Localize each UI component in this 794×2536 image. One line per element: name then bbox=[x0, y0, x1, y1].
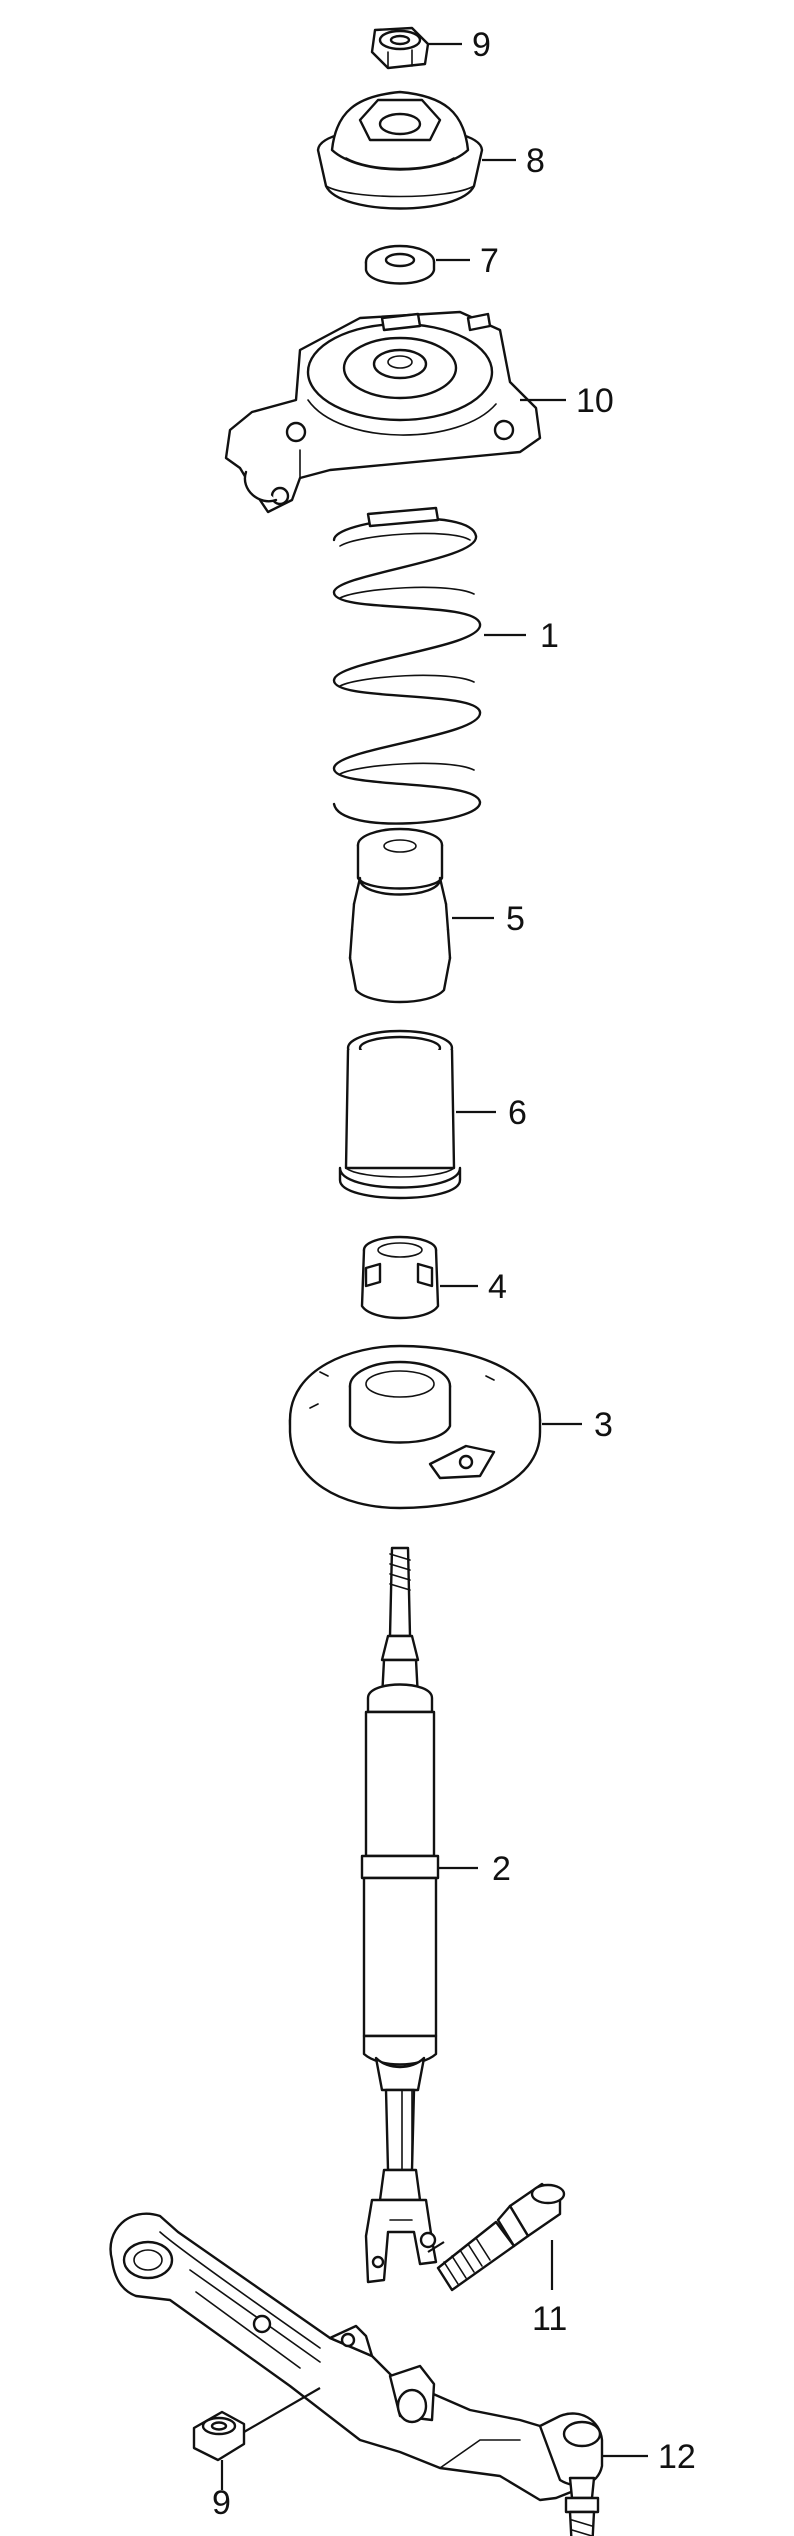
callout-7: 7 bbox=[480, 242, 499, 280]
part-10-strut-mount bbox=[224, 310, 542, 514]
callout-9-bottom: 9 bbox=[212, 2484, 231, 2522]
callout-6: 6 bbox=[508, 1094, 527, 1132]
part-9-top-nut bbox=[370, 26, 430, 70]
callout-1: 1 bbox=[540, 617, 559, 655]
callout-3: 3 bbox=[594, 1406, 613, 1444]
part-5-bump-stop bbox=[348, 827, 452, 1004]
part-3-spring-plate bbox=[288, 1344, 542, 1510]
callout-8: 8 bbox=[526, 142, 545, 180]
part-2-shock-absorber bbox=[360, 1546, 440, 2284]
part-4-spring-cup bbox=[360, 1235, 440, 1320]
part-7-washer bbox=[364, 244, 436, 285]
part-12-control-arm bbox=[109, 2212, 604, 2536]
callout-2: 2 bbox=[492, 1850, 511, 1888]
callout-9-top: 9 bbox=[472, 26, 491, 64]
callout-10: 10 bbox=[576, 382, 614, 420]
part-6-dust-boot bbox=[338, 1029, 462, 1200]
part-11-bolt bbox=[427, 2182, 566, 2292]
part-1-coil-spring bbox=[332, 506, 482, 825]
callout-12: 12 bbox=[658, 2438, 696, 2476]
callout-4: 4 bbox=[488, 1268, 507, 1306]
part-8-mount-cap bbox=[316, 90, 484, 210]
callout-11: 11 bbox=[532, 2300, 567, 2338]
part-9-bottom-nut bbox=[192, 2387, 321, 2462]
callout-5: 5 bbox=[506, 900, 525, 938]
